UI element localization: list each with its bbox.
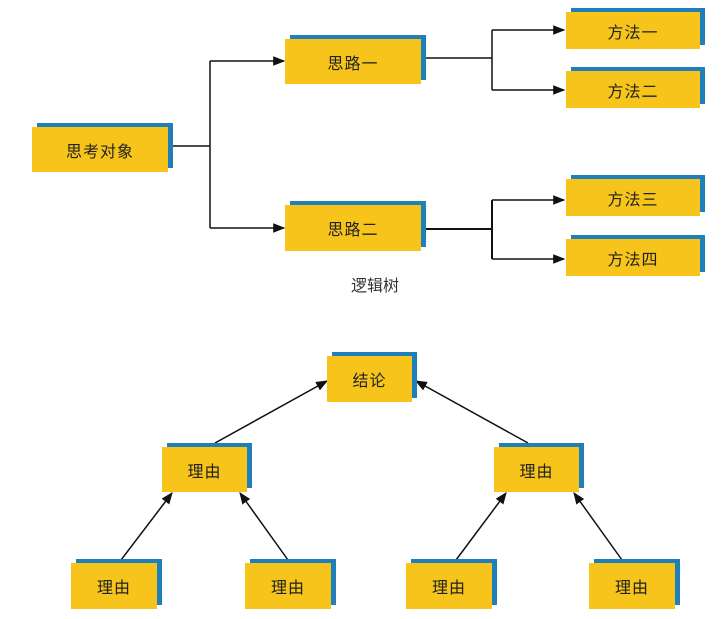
method-node-4-label: 方法四 xyxy=(566,239,700,276)
branch-node-1: 思路一 xyxy=(285,35,426,84)
method-node-2-label: 方法二 xyxy=(566,71,700,108)
support-node-1-1: 理由 xyxy=(71,559,162,609)
arrow-reason-2-to-conclusion xyxy=(414,380,529,444)
method-node-3: 方法三 xyxy=(566,175,705,216)
method-node-1-label: 方法一 xyxy=(566,12,700,49)
method-node-1: 方法一 xyxy=(566,8,705,49)
arrow-reason-1-to-conclusion xyxy=(214,380,329,444)
conclusion-node: 结论 xyxy=(327,352,417,402)
reason-node-2-label: 理由 xyxy=(494,447,579,492)
support-node-2-1: 理由 xyxy=(406,559,497,609)
reason-node-1-label: 理由 xyxy=(162,447,247,492)
arrow-support-1-1 xyxy=(120,492,173,561)
root-connector xyxy=(170,61,211,228)
branch-1-connector xyxy=(422,30,493,90)
arrow-support-2-2 xyxy=(573,492,623,561)
method-node-3-label: 方法三 xyxy=(566,179,700,216)
method-node-2: 方法二 xyxy=(566,67,705,108)
logic-tree-connectors xyxy=(170,25,566,264)
logic-tree-caption: 逻辑树 xyxy=(350,276,399,295)
root-node-label: 思考对象 xyxy=(32,127,168,172)
branch-node-1-label: 思路一 xyxy=(285,39,421,84)
support-node-2-2: 理由 xyxy=(589,559,680,609)
support-node-1-2-label: 理由 xyxy=(245,563,331,609)
support-node-1-1-label: 理由 xyxy=(71,563,157,609)
arrow-support-1-2 xyxy=(239,492,289,561)
branch-node-2: 思路二 xyxy=(285,201,426,251)
reason-node-2: 理由 xyxy=(494,443,584,492)
branch-node-2-label: 思路二 xyxy=(285,205,421,251)
support-node-2-2-label: 理由 xyxy=(589,563,675,609)
reason-node-1: 理由 xyxy=(162,443,252,492)
conclusion-node-label: 结论 xyxy=(327,356,412,402)
support-node-1-2: 理由 xyxy=(245,559,336,609)
root-node: 思考对象 xyxy=(32,123,173,172)
arrow-support-2-1 xyxy=(455,492,507,561)
support-node-2-1-label: 理由 xyxy=(406,563,492,609)
branch-2-connector xyxy=(424,200,493,259)
pyramid-connectors xyxy=(120,380,623,561)
method-node-4: 方法四 xyxy=(566,235,705,276)
